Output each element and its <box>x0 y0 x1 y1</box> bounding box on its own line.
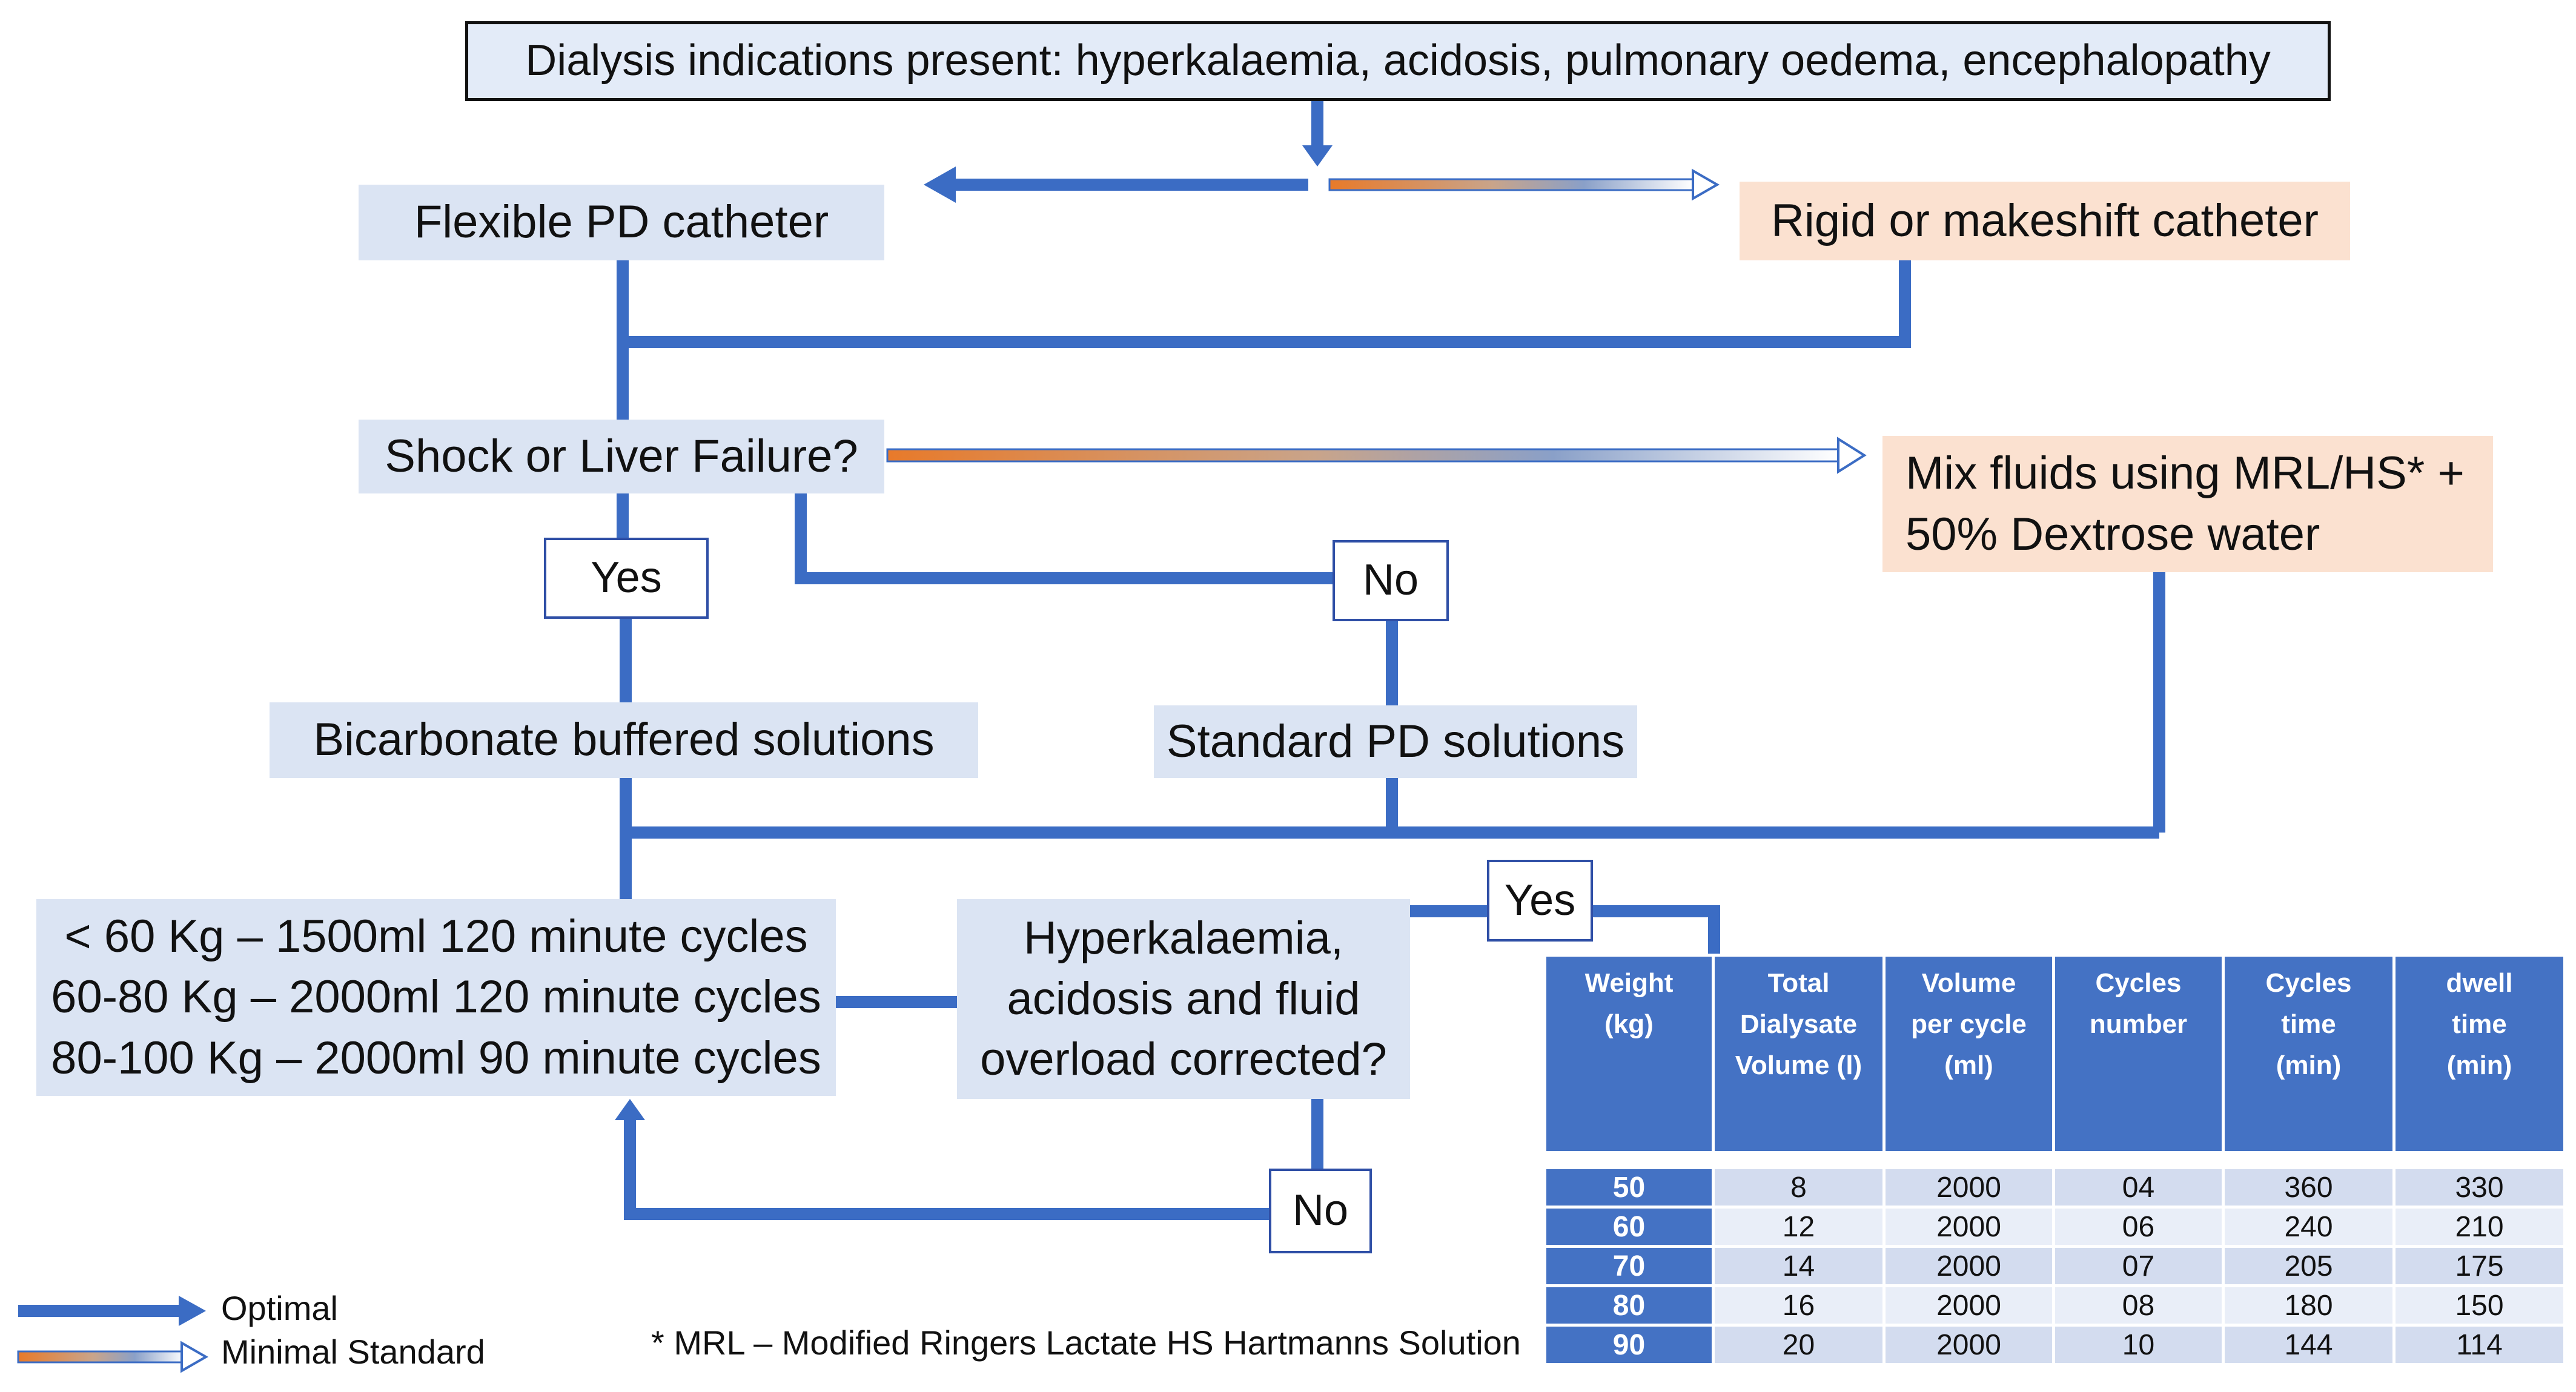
yes-box-corrected: Yes <box>1487 860 1593 942</box>
arrowhead-minimal-right <box>1692 168 1720 201</box>
rigid-catheter-box: Rigid or makeshift catheter <box>1740 182 2350 260</box>
dialysis-indications-box: Dialysis indications present: hyperkalae… <box>465 21 2331 101</box>
shock-question-box: Shock or Liver Failure? <box>359 420 884 493</box>
corrected-line-3: overload corrected? <box>980 1034 1387 1086</box>
yes-label-corrected: Yes <box>1504 876 1576 925</box>
standard-pd-box: Standard PD solutions <box>1154 705 1637 778</box>
shock-question-text: Shock or Liver Failure? <box>385 430 858 482</box>
connector-no-loop <box>624 1114 1269 1220</box>
connector-rigid-join <box>623 260 1911 348</box>
legend-minimal-label: Minimal Standard <box>221 1333 485 1371</box>
arrowhead-minimal-shock-mix <box>1837 437 1867 474</box>
legend-minimal-head <box>180 1341 209 1373</box>
no-box-corrected: No <box>1269 1169 1372 1253</box>
cycles-line-2: 60-80 Kg – 2000ml 120 minute cycles <box>51 971 821 1023</box>
no-label-shock: No <box>1362 556 1419 605</box>
mix-fluids-line-1: Mix fluids using MRL/HS* + <box>1906 447 2465 500</box>
arrow-minimal-shock-mix <box>886 448 1839 463</box>
cycles-box: < 60 Kg – 1500ml 120 minute cycles 60-80… <box>36 899 836 1096</box>
corrected-question-box: Hyperkalaemia, acidosis and fluid overlo… <box>957 899 1410 1099</box>
footnote: * MRL – Modified Ringers Lactate HS Hart… <box>651 1324 1521 1362</box>
mix-fluids-box: Mix fluids using MRL/HS* + 50% Dextrose … <box>1882 436 2493 572</box>
legend-optimal-head <box>179 1296 206 1326</box>
no-label-corrected: No <box>1292 1186 1349 1235</box>
cycles-line-1: < 60 Kg – 1500ml 120 minute cycles <box>64 911 808 963</box>
flexible-catheter-text: Flexible PD catheter <box>414 196 829 248</box>
connector-yes-table <box>1593 905 1720 954</box>
header-weight: Weight(kg) <box>1543 954 1715 1154</box>
arrowhead-loop-up <box>615 1099 645 1120</box>
rigid-catheter-text: Rigid or makeshift catheter <box>1771 194 2319 246</box>
dialysis-indications-text: Dialysis indications present: hyperkalae… <box>525 36 2271 85</box>
yes-box-shock: Yes <box>544 538 709 619</box>
corrected-line-2: acidosis and fluid <box>1007 972 1360 1024</box>
corrected-line-1: Hyperkalaemia, <box>1024 912 1343 964</box>
no-box-shock: No <box>1333 540 1449 621</box>
cycles-line-3: 80-100 Kg – 2000ml 90 minute cycles <box>51 1032 821 1084</box>
bicarbonate-text: Bicarbonate buffered solutions <box>313 714 935 766</box>
arrowhead-optimal-left <box>924 167 956 203</box>
arrow-minimal-right <box>1328 178 1694 191</box>
connector-shock-no <box>795 493 1333 584</box>
flexible-catheter-box: Flexible PD catheter <box>359 185 884 260</box>
mix-fluids-line-2: 50% Dextrose water <box>1906 508 2320 560</box>
bicarbonate-box: Bicarbonate buffered solutions <box>270 702 978 778</box>
legend-optimal-label: Optimal <box>221 1289 338 1327</box>
yes-label-shock: Yes <box>591 553 662 602</box>
standard-pd-text: Standard PD solutions <box>1166 715 1625 767</box>
legend-minimal-arrow <box>17 1350 186 1364</box>
arrowhead-top-down <box>1302 145 1333 167</box>
